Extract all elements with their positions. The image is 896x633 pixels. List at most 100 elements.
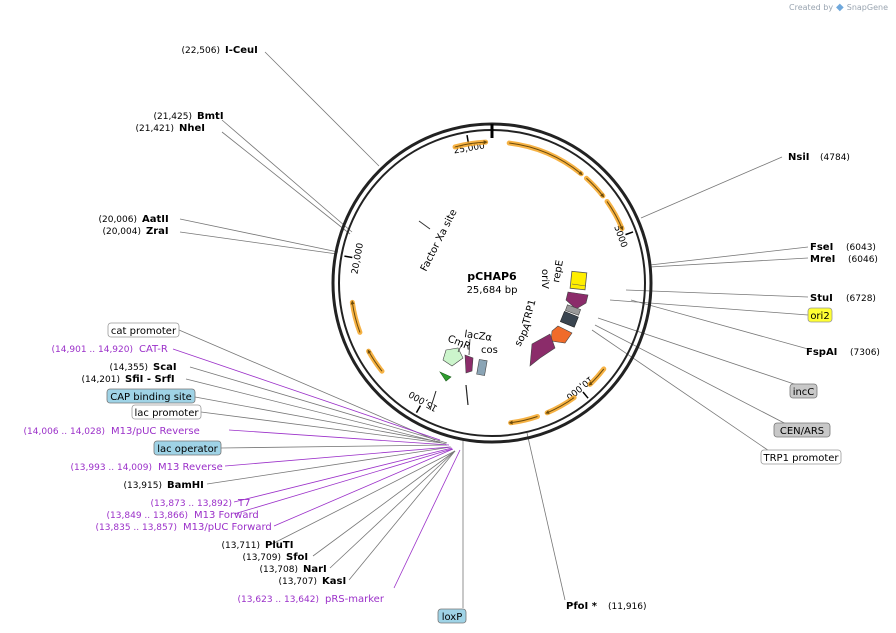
enzyme-name-mrei: MreI: [810, 254, 835, 265]
feature-label-boxes: cat promoter CAP binding site lac promot…: [106, 307, 842, 624]
tick-mark: [344, 255, 353, 259]
enzyme-pos-scai: (14,355): [109, 363, 148, 373]
enzyme-name-zrai: ZraI: [146, 226, 169, 237]
plasmid-size: 25,684 bp: [467, 285, 518, 296]
enzyme-name-bmti: BmtI: [197, 111, 224, 122]
backbone-outer-ring: [331, 122, 653, 444]
tick-mark: [582, 391, 589, 399]
tick-label: 10,000: [564, 374, 595, 402]
svg-text:loxP: loxP: [442, 612, 463, 623]
enzyme-pos-zrai: (20,004): [102, 227, 141, 237]
svg-text:TRP1 promoter: TRP1 promoter: [762, 453, 839, 464]
orf-arrow: [508, 415, 538, 425]
enzyme-name-bamhi: BamHI: [167, 480, 204, 491]
enzyme-pos-stui: (6728): [846, 294, 876, 304]
enzyme-pos-iceui: (22,506): [181, 46, 220, 56]
oriV-label: oriV: [539, 269, 550, 289]
feature-box-incc: incC: [789, 383, 818, 399]
svg-text:CEN/ARS: CEN/ARS: [780, 426, 824, 437]
orf-arcs: [349, 139, 625, 426]
orf-arrow: [588, 368, 605, 386]
tick-mark: [415, 405, 422, 413]
enzyme-pos-mrei: (6046): [848, 255, 878, 265]
leader-lines: [178, 51, 809, 608]
svg-text:lac operator: lac operator: [157, 444, 218, 455]
primer-name-t7: T7: [237, 498, 250, 509]
enzyme-name-pfoi: PfoI *: [566, 601, 598, 612]
enzyme-name-nsii: NsiI: [788, 152, 809, 163]
right-enzyme-labels: NsiI (4784) FseI (6043) MreI (6046) StuI…: [566, 152, 880, 612]
enzyme-name-sfoi: SfoI: [286, 552, 308, 563]
svg-text:cat promoter: cat promoter: [111, 326, 177, 337]
orf-arrow: [545, 397, 575, 414]
svg-text:incC: incC: [793, 387, 815, 398]
feature-box-lac-promoter: lac promoter: [131, 404, 202, 420]
enzyme-pos-pfoi: (11,916): [608, 602, 647, 612]
primer-pos-t7: (13,873 .. 13,892): [151, 499, 232, 509]
oriV-feature: [569, 270, 588, 291]
enzyme-pos-sfoi: (13,709): [242, 553, 281, 563]
primer-name-m13-fwd: M13 Forward: [194, 510, 259, 521]
orf-arrow: [367, 349, 383, 372]
primer-name-m13puc-rev: M13/pUC Reverse: [111, 426, 200, 437]
feature-box-loxp: loxP: [437, 608, 467, 624]
svg-text:CAP binding site: CAP binding site: [110, 392, 192, 403]
enzyme-pos-pluti: (13,711): [221, 541, 260, 551]
incC-block: [565, 304, 581, 316]
primer-pos-m13-rev: (13,993 .. 14,009): [71, 463, 152, 473]
svg-text:lac promoter: lac promoter: [135, 408, 200, 419]
orf-arrow: [350, 300, 361, 333]
credit-brand: SnapGene: [846, 3, 888, 12]
enzyme-name-nari: NarI: [303, 564, 327, 575]
feature-box-cen-ars: CEN/ARS: [773, 422, 831, 438]
orf-arrow: [509, 142, 583, 176]
cos-feature: [476, 359, 488, 376]
enzyme-name-fsei: FseI: [810, 242, 833, 253]
sopA-label: sopA: [513, 321, 534, 348]
enzyme-name-kasi: KasI: [322, 576, 346, 587]
primer-name-m13-rev: M13 Reverse: [158, 462, 223, 473]
credit-text: Created by: [789, 3, 834, 12]
plasmid-name: pCHAP6: [467, 270, 517, 283]
primer-pos-m13-fwd: (13,849 .. 13,866): [107, 511, 188, 521]
enzyme-name-pluti: PluTI: [265, 540, 293, 551]
enzyme-pos-nsii: (4784): [820, 153, 850, 163]
backbone-inner-ring: [338, 129, 646, 437]
primer-name-m13puc-fwd: M13/pUC Forward: [183, 522, 272, 533]
lacZ-alpha-feature: [464, 354, 474, 374]
primer-pos-m13puc-rev: (14,006 .. 14,028): [24, 427, 105, 437]
cen-ars-block: [559, 310, 579, 328]
cat-promoter-arrow: [439, 371, 452, 382]
feature-box-lac-operator: lac operator: [153, 440, 222, 456]
primer-pos-prs-marker: (13,623 .. 13,642): [238, 595, 319, 605]
feature-box-cat-promoter: cat promoter: [107, 322, 180, 338]
primer-name-cat-r: CAT-R: [139, 344, 168, 355]
enzyme-name-sfii-srfi: SfiI - SrfI: [125, 374, 175, 385]
feature-box-trp1-promoter: TRP1 promoter: [760, 449, 842, 465]
tick-label: 15,000: [407, 388, 439, 413]
inner-features: [418, 220, 589, 411]
snapgene-credit: Created by ◆ SnapGene: [789, 2, 888, 13]
sopA-arrow: [529, 333, 556, 367]
tick-mark: [625, 231, 634, 236]
primer-name-prs-marker: pRS-marker: [325, 594, 385, 605]
cos-label: cos: [481, 345, 498, 356]
factor-xa-label: Factor Xa site: [419, 208, 460, 274]
primer-pos-m13puc-fwd: (13,835 .. 13,857): [96, 523, 177, 533]
TRP1-arrow: [550, 325, 573, 344]
feature-box-cap-binding-site: CAP binding site: [106, 388, 196, 404]
snapgene-logo-icon: ◆: [836, 2, 844, 13]
enzyme-pos-sfii: (14,201): [81, 375, 120, 385]
svg-text:ori2: ori2: [810, 311, 829, 322]
enzyme-pos-nhei: (21,421): [135, 124, 174, 134]
enzyme-pos-kasi: (13,707): [278, 577, 317, 587]
enzyme-name-fspai: FspAI: [806, 347, 837, 358]
enzyme-pos-bamhi: (13,915): [123, 481, 162, 491]
enzyme-name-stui: StuI: [810, 293, 833, 304]
orf-arrow: [586, 177, 605, 198]
primer-leader-lines: [172, 348, 461, 589]
enzyme-name-nhei: NheI: [179, 123, 205, 134]
repE-label: repE: [551, 259, 566, 283]
orf-arrow: [606, 201, 624, 231]
